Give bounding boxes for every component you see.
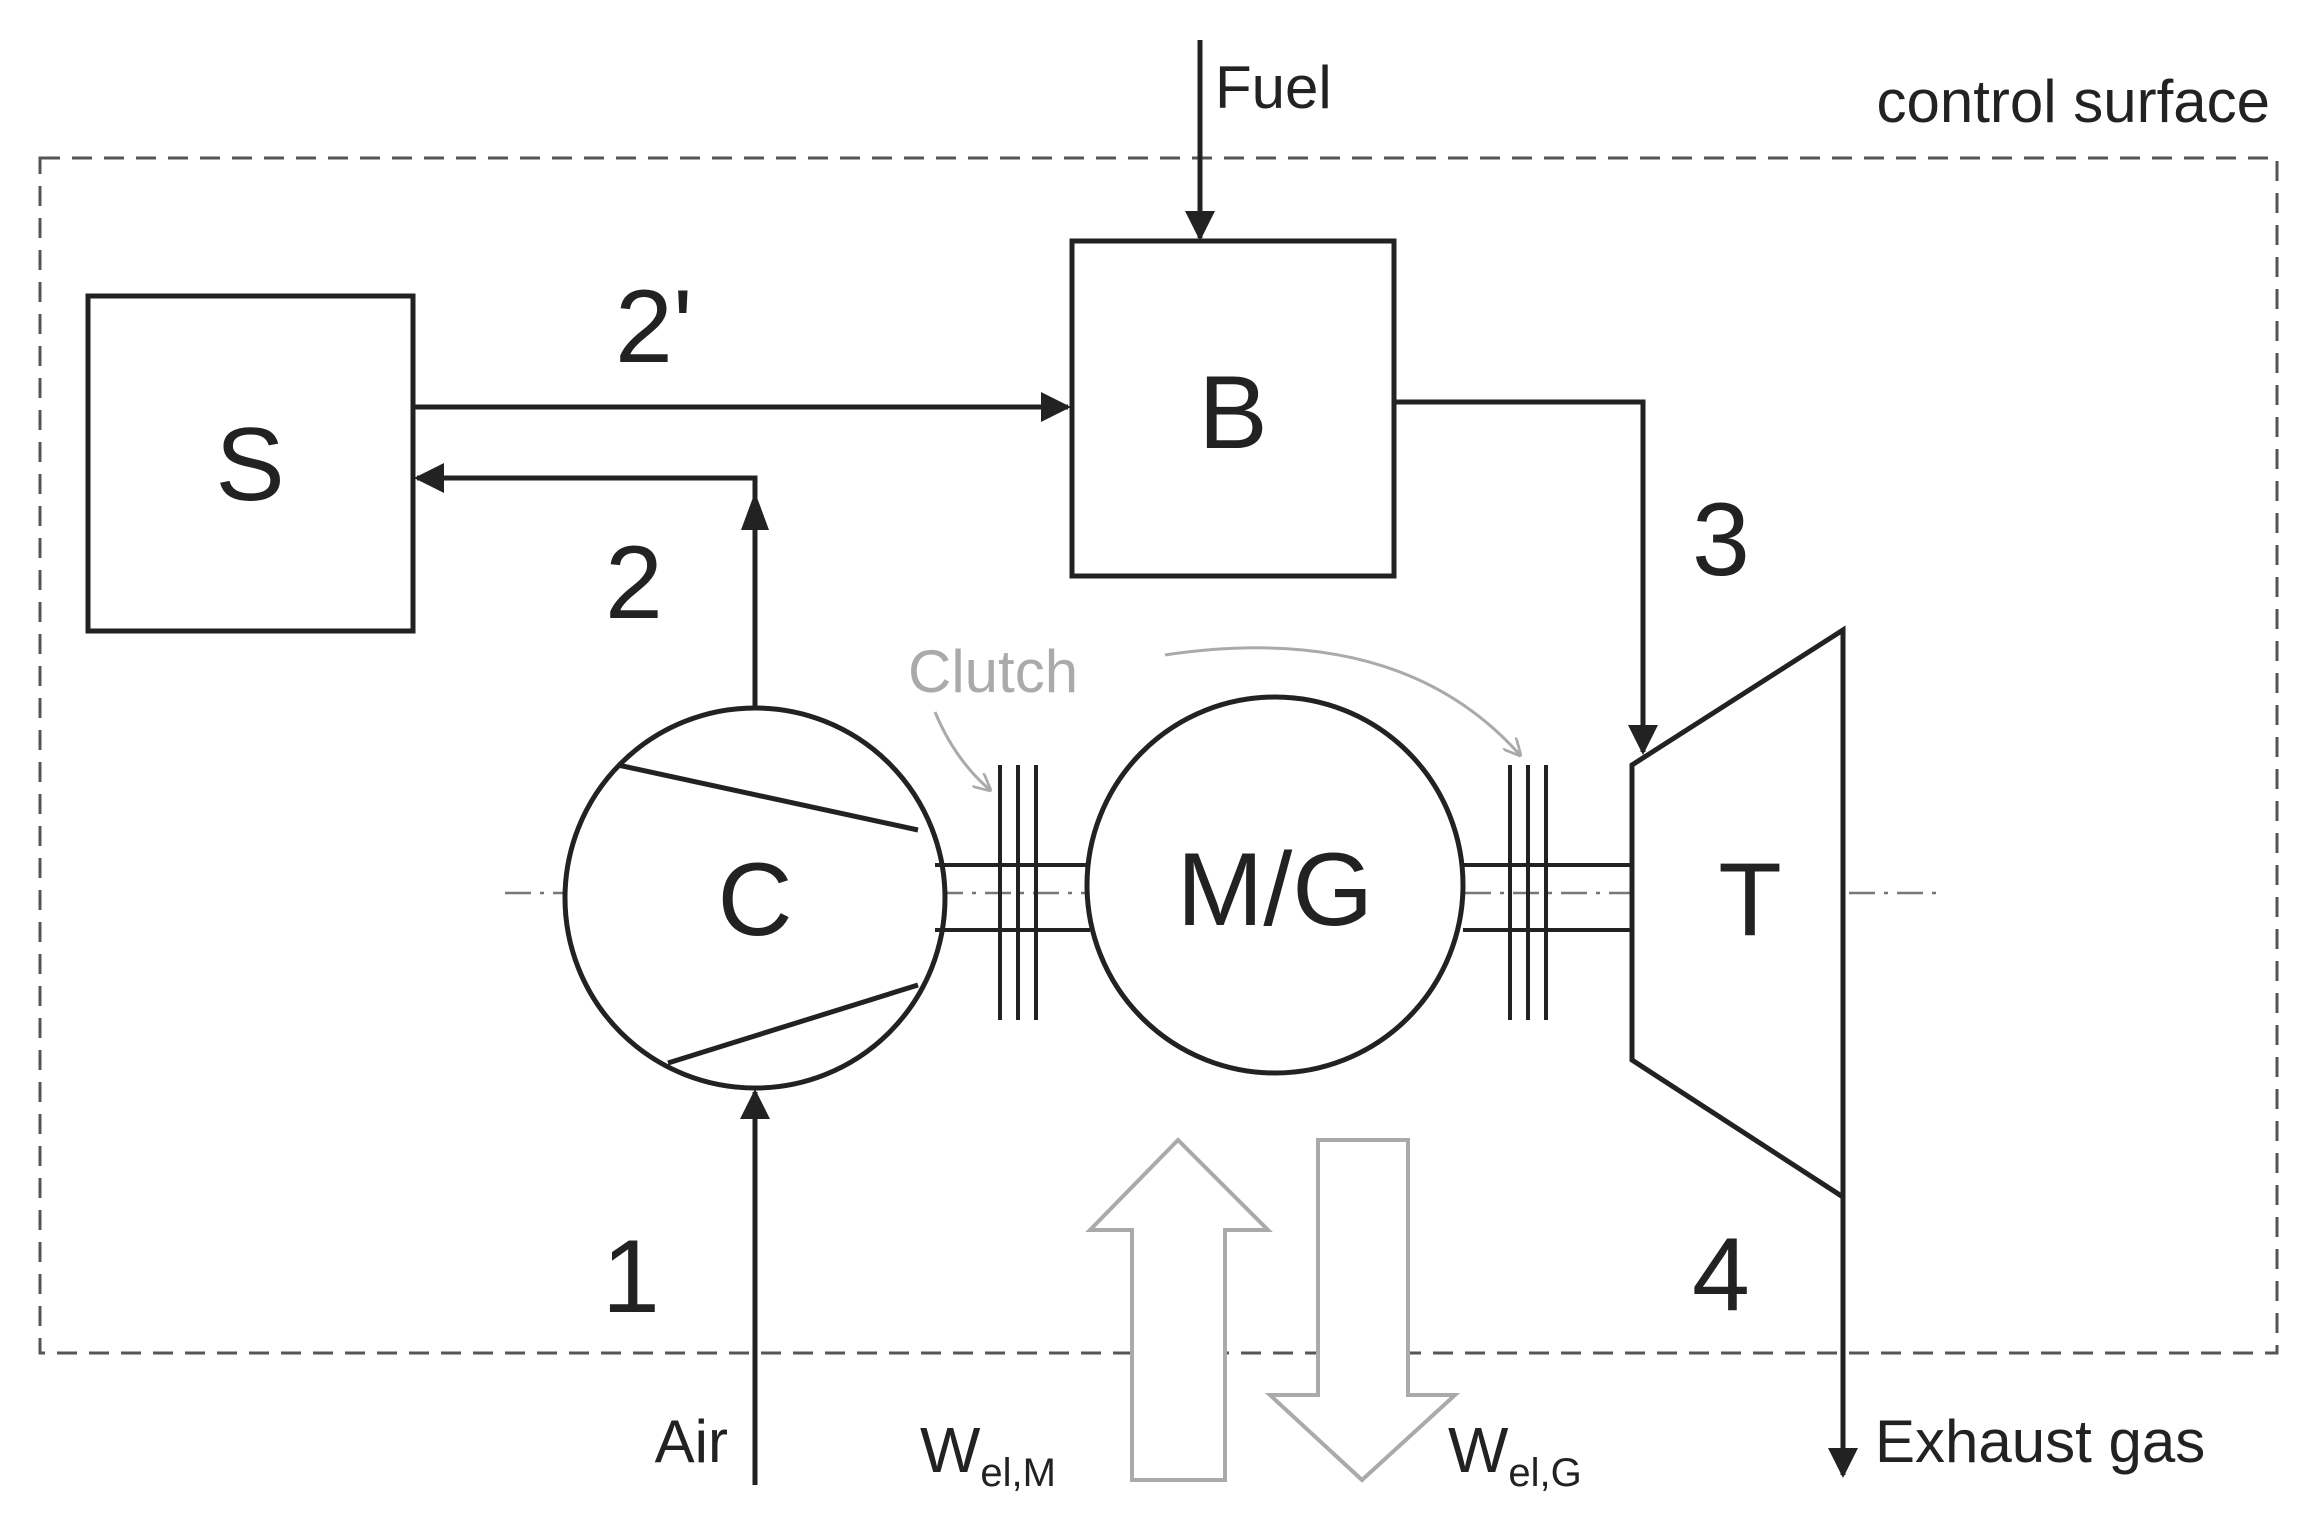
separator-box	[85, 293, 416, 634]
work-generator-main: W	[1448, 1414, 1509, 1486]
work-generator-label: Wel,G	[1448, 1414, 1582, 1495]
clutch-pointer-left	[933, 711, 990, 790]
air-label: Air	[655, 1408, 728, 1475]
compressor-blade-bottom	[667, 982, 919, 1066]
work-generator-sub: el,G	[1508, 1451, 1581, 1495]
work-motor-main: W	[920, 1414, 981, 1486]
work-motor-arrow	[1085, 1137, 1273, 1482]
motor-generator-label: M/G	[1177, 832, 1373, 948]
burner-label: B	[1198, 355, 1267, 471]
state-4-label: 4	[1692, 1217, 1750, 1333]
work-motor-label: Wel,M	[920, 1414, 1056, 1495]
control-surface-label: control surface	[1876, 68, 2270, 135]
clutch-pointer-right	[1164, 646, 1520, 755]
state-2prime-label: 2'	[615, 269, 693, 385]
exhaust-label: Exhaust gas	[1875, 1408, 2205, 1475]
state-3-label: 3	[1692, 482, 1750, 598]
flow-2-line	[414, 463, 758, 712]
clutch-label: Clutch	[908, 638, 1078, 705]
work-generator-arrow	[1264, 1138, 1461, 1483]
burner-box	[1069, 238, 1397, 579]
flow-3-line	[1394, 399, 1658, 755]
work-motor-sub: el,M	[980, 1451, 1056, 1495]
motor-generator-circle	[1084, 694, 1466, 1076]
compressor-label: C	[717, 842, 792, 958]
compressor-circle	[562, 705, 948, 1091]
separator-label: S	[215, 407, 284, 523]
state-2-label: 2	[605, 525, 663, 641]
fuel-label: Fuel	[1215, 54, 1332, 121]
turbine-label: T	[1718, 842, 1782, 958]
flow-2-arrowhead	[741, 492, 769, 530]
compressor-blade-top	[617, 762, 919, 833]
state-1-label: 1	[602, 1219, 660, 1335]
